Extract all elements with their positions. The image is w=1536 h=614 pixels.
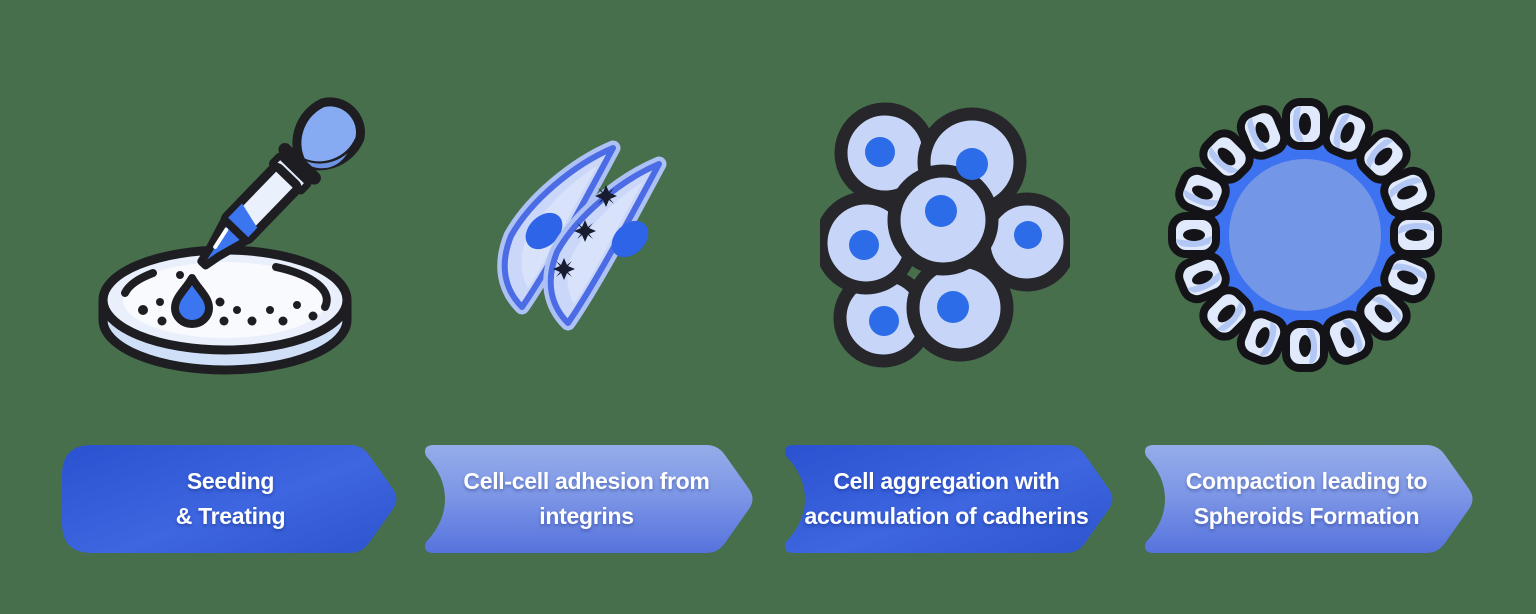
petri-dish [98,245,352,375]
nucleus [525,212,563,250]
step-banner-cell-cell-adhesion: Cell-cell adhesion from integrins [418,445,755,553]
step-label-line1: Seeding [186,468,275,494]
pipette [197,97,365,270]
cell-left [505,148,613,307]
step-label-line2: & Treating [175,503,286,529]
nucleus [611,220,649,258]
step-banner-seeding-treating: Seeding & Treating [62,445,399,553]
cluster-nuclei [849,137,1042,336]
cell-cluster-icon [820,102,1070,368]
droplet [171,274,213,328]
step-label-line1: Cell-cell adhesion from [463,468,710,494]
cell-right [551,164,659,323]
step-label-line2: accumulation of cadherins [804,503,1089,529]
dish-specks [138,271,318,326]
pipette-petri-dish-icon [98,97,365,375]
two-cells-integrins-icon [497,138,677,338]
step-label-line1: Compaction leading to [1185,468,1428,494]
step-label-line2: integrins [539,503,634,529]
step-label-line1: Cell aggregation with [833,468,1060,494]
spheroid-ring-icon [1165,95,1445,375]
step-banner-cell-aggregation: Cell aggregation with accumulation of ca… [778,445,1115,553]
spheroid-core [1229,159,1381,311]
step-banner-compaction-spheroids: Compaction leading to Spheroids Formatio… [1138,445,1475,553]
step-label-line2: Spheroids Formation [1193,503,1420,529]
